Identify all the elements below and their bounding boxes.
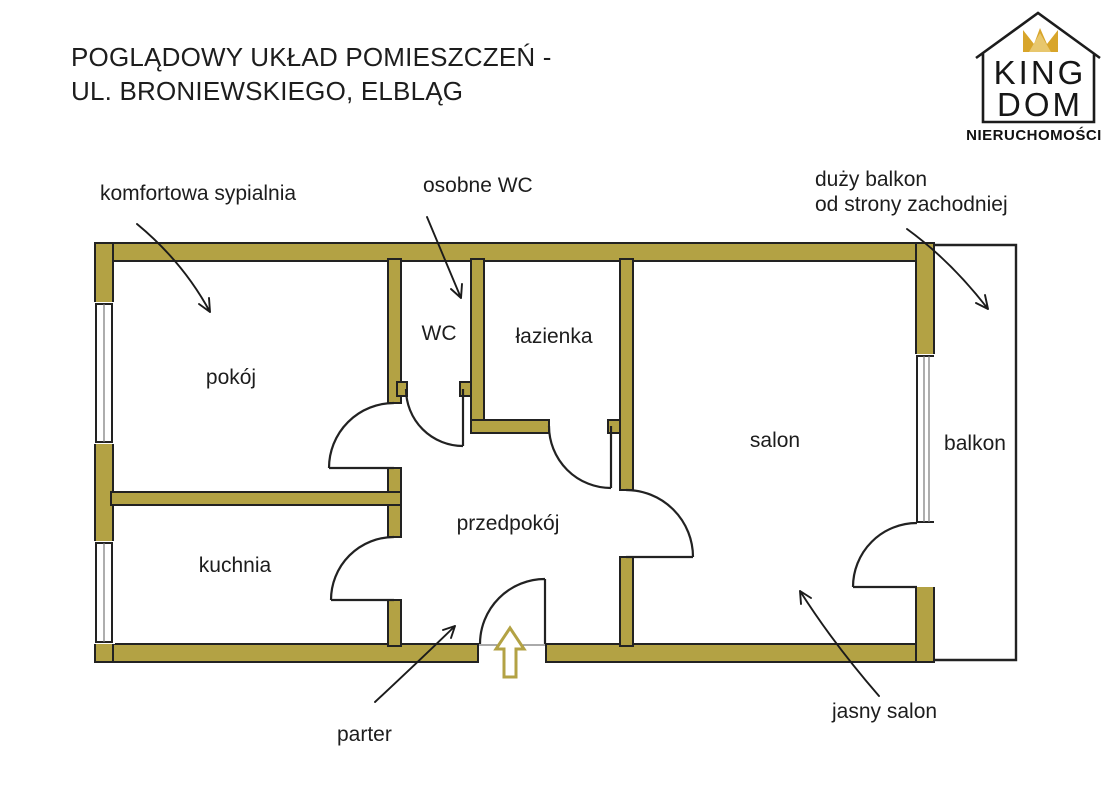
exterior-wall-top [94, 242, 935, 262]
balcony-door-opening [915, 524, 935, 587]
door-pokoj [327, 401, 395, 470]
door-lazienka [547, 425, 613, 490]
annotation-komfortowa-sypialnia: komfortowa sypialnia [100, 182, 296, 205]
annotation-duzy-balkon-line2: od strony zachodniej [815, 193, 1008, 216]
room-label-kuchnia: kuchnia [199, 554, 272, 577]
annotation-jasny-salon: jasny salon [831, 700, 937, 723]
door-entrance [478, 577, 547, 645]
window-salon [915, 354, 935, 524]
logo-brand-king: KING [994, 54, 1087, 91]
room-label-przedpokoj: przedpokój [457, 512, 560, 535]
door-balcony [851, 521, 918, 589]
page-title-line1: POGLĄDOWY UKŁAD POMIESZCZEŃ - [71, 42, 552, 72]
wc-door-jamb-right [459, 381, 472, 397]
room-label-lazienka: łazienka [515, 325, 592, 348]
wall-przedpokoj-salon-upper [619, 258, 634, 491]
arrow-jasny-salon [799, 590, 880, 697]
door-wc [404, 388, 465, 448]
door-kuchnia [329, 535, 395, 602]
page-title: POGLĄDOWY UKŁAD POMIESZCZEŃ - UL. BRONIE… [71, 40, 552, 108]
arrow-osobne-wc [426, 216, 463, 299]
wall-pokoj-kuchnia-divider [110, 491, 402, 506]
balcony-outline [934, 243, 1018, 662]
wall-pokoj-przedpokoj-upper [387, 258, 402, 404]
window-kuchnia [93, 541, 115, 644]
arrow-komfortowa-sypialnia [136, 223, 211, 313]
entrance-arrow-icon [493, 625, 527, 679]
arrow-parter [374, 625, 456, 703]
wall-wc-lazienka [470, 258, 485, 434]
room-label-balkon: balkon [944, 432, 1006, 455]
annotation-duzy-balkon-line1: duży balkon [815, 168, 927, 191]
annotation-parter: parter [337, 723, 392, 746]
window-pokoj [93, 302, 115, 444]
logo-house-icon [975, 11, 1101, 124]
room-label-pokoj: pokój [206, 366, 256, 389]
annotation-osobne-wc: osobne WC [423, 174, 533, 197]
agency-logo: KING DOM NIERUCHOMOŚCI [966, 11, 1102, 144]
room-label-salon: salon [750, 429, 800, 452]
lazienka-door-jamb-right [607, 419, 621, 434]
logo-crown-icon-highlight [1029, 33, 1051, 52]
logo-subtitle: NIERUCHOMOŚCI [966, 126, 1102, 144]
door-salon [625, 488, 695, 559]
room-label-wc: WC [422, 322, 457, 345]
arrow-duzy-balkon [906, 228, 989, 310]
wall-kuchnia-przedpokoj-lower [387, 599, 402, 647]
logo-brand-dom: DOM [997, 86, 1083, 123]
page-title-line2: UL. BRONIEWSKIEGO, ELBLĄG [71, 76, 464, 106]
wall-lazienka-bottom [470, 419, 550, 434]
wall-przedpokoj-salon-lower [619, 556, 634, 647]
